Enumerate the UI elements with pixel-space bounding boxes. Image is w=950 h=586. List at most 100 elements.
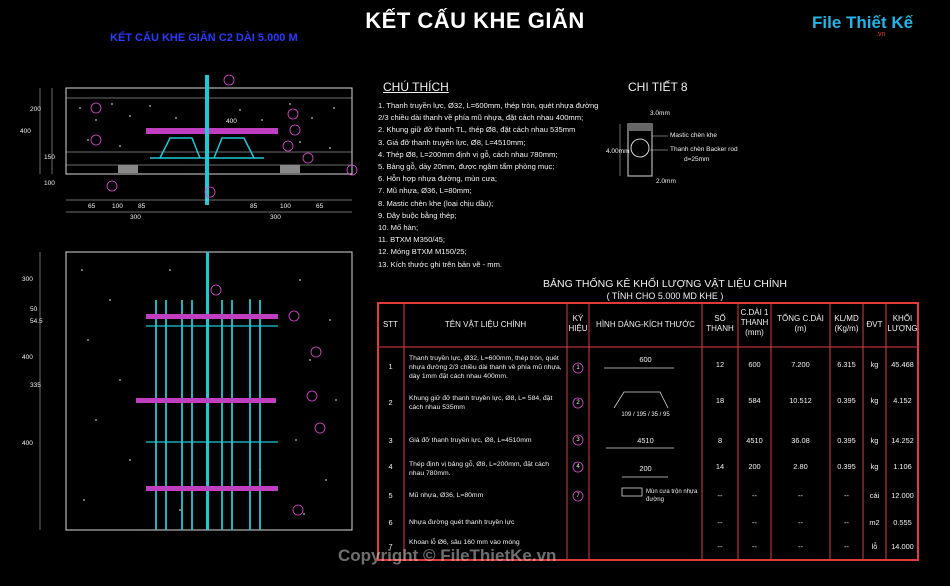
row4-name: Thép định vị bảng gỗ, Ø8, L=200mm, đặt c… bbox=[409, 461, 549, 477]
row1-length: 600 bbox=[748, 360, 761, 369]
row6-name: Nhựa đường quét thanh truyền lực bbox=[409, 519, 515, 526]
symbol-circles bbox=[572, 362, 584, 502]
row5-length: -- bbox=[752, 491, 757, 500]
row1-total: 7.200 bbox=[791, 360, 810, 369]
row4-mass: 1.106 bbox=[893, 462, 912, 471]
row4-symbol: 4 bbox=[576, 464, 580, 470]
logo-text: File Thiết Kế bbox=[812, 13, 914, 32]
detail-8-drawing bbox=[619, 123, 668, 177]
note-item: 9. Dây buộc bằng thép; bbox=[378, 210, 457, 220]
row1-qty: 12 bbox=[715, 360, 725, 369]
row6-mass: 0.555 bbox=[893, 518, 912, 527]
row5-symbol: 7 bbox=[576, 493, 580, 499]
row1-name: Thanh truyền lực, Ø32, L=600mm, thép trò… bbox=[409, 355, 562, 380]
row7-qty: -- bbox=[717, 542, 723, 551]
header-klmd: KL/MD (Kg/m) bbox=[834, 314, 859, 333]
note-item: 13. Kích thước ghi trên bản vẽ - mm. bbox=[378, 259, 503, 269]
note-item: 12. Móng BTXM M150/25; bbox=[378, 247, 467, 257]
detail-dim-side: 4.00mm bbox=[606, 148, 630, 155]
dowel-bar bbox=[146, 128, 278, 134]
side-dim-3: 400 bbox=[22, 354, 33, 361]
notes-heading: CHÚ THÍCH bbox=[383, 80, 449, 94]
row6-total: -- bbox=[798, 518, 803, 527]
row3-total: 36.08 bbox=[791, 436, 810, 445]
side-dim-5: 400 bbox=[22, 440, 33, 447]
row5-qty: -- bbox=[717, 491, 723, 500]
row4-stt: 4 bbox=[388, 462, 393, 471]
row1-stt: 1 bbox=[388, 362, 393, 371]
detail-rod-diameter: d=25mm bbox=[684, 156, 710, 163]
material-table bbox=[377, 302, 919, 561]
row5-unit: cái bbox=[869, 491, 880, 500]
side-dim-2: 54.5 bbox=[30, 318, 43, 325]
notes-list: 1. Thanh truyền lực, Ø32, L=600mm, thép … bbox=[378, 100, 598, 271]
row5-shape: Mùn cưa trộn nhựa đường bbox=[646, 489, 698, 503]
row5-klmd: -- bbox=[844, 491, 849, 500]
note-item: 2. Khung giữ đỡ thanh TL, thép Ø8, đặt c… bbox=[378, 125, 576, 135]
note-item: 2/3 chiều dài thanh về phía mũ nhựa, đặt… bbox=[378, 113, 584, 123]
drawing-title: KẾT CẤU KHE GIÃN bbox=[365, 8, 585, 33]
header-symbol: KÝ HIỆU bbox=[568, 314, 588, 333]
dim-400-left: 400 bbox=[20, 128, 31, 135]
logo-suffix: .vn bbox=[876, 31, 886, 38]
row3-klmd: 0.395 bbox=[837, 436, 856, 445]
header-stt: STT bbox=[382, 320, 399, 329]
dim-b4: 100 bbox=[280, 203, 291, 210]
row1-klmd: 6.315 bbox=[837, 360, 856, 369]
row3-unit: kg bbox=[870, 436, 879, 445]
header-length: C.DÀI 1 THANH (mm) bbox=[740, 308, 769, 337]
row7-total: -- bbox=[798, 542, 803, 551]
row3-stt: 3 bbox=[388, 436, 393, 445]
header-mass: KHỐI LƯỢNG bbox=[887, 314, 918, 333]
row2-length: 584 bbox=[748, 396, 761, 405]
row2-symbol: 2 bbox=[576, 400, 580, 406]
table-grid bbox=[377, 302, 919, 561]
row6-unit: m2 bbox=[869, 518, 880, 527]
table-title: BẢNG THỐNG KÊ KHỐI LƯỢNG VẬT LIỆU CHÍNH bbox=[543, 278, 787, 290]
row7-mass: 14.000 bbox=[891, 542, 914, 551]
row7-unit: lỗ bbox=[871, 542, 878, 551]
row5-stt: 5 bbox=[388, 491, 393, 500]
detail-rod-label: Thanh chèn Backer rod bbox=[670, 146, 738, 153]
note-item: 7. Mũ nhựa, Ø36, L=80mm; bbox=[378, 186, 472, 196]
dim-b0: 65 bbox=[88, 203, 96, 210]
plan-view bbox=[39, 251, 353, 531]
detail-dim-top: 3.0mm bbox=[650, 110, 670, 117]
row6-stt: 6 bbox=[388, 518, 393, 527]
row4-unit: kg bbox=[870, 462, 879, 471]
dim-150: 150 bbox=[44, 154, 55, 161]
row7-name: Khoan lỗ Ø6, sâu 160 mm vào móng bbox=[409, 539, 520, 546]
row2-mass: 4.152 bbox=[893, 396, 912, 405]
note-item: 10. Mố hàn; bbox=[378, 223, 419, 233]
row1-shape: 600 bbox=[639, 355, 652, 364]
dim-b2: 85 bbox=[138, 203, 146, 210]
row7-klmd: -- bbox=[844, 542, 849, 551]
site-logo: File Thiết Kế bbox=[812, 13, 913, 33]
row6-length: -- bbox=[752, 518, 757, 527]
copyright-watermark: Copyright © FileThietKe.vn bbox=[338, 546, 557, 565]
row3-qty: 8 bbox=[717, 436, 723, 445]
dim-200: 200 bbox=[30, 106, 41, 113]
row4-qty: 14 bbox=[715, 462, 725, 471]
row1-symbol: 1 bbox=[576, 365, 580, 371]
row5-total: -- bbox=[798, 491, 803, 500]
dim-b7: 300 bbox=[270, 214, 281, 221]
header-unit: ĐVT bbox=[866, 320, 883, 329]
row3-mass: 14.252 bbox=[891, 436, 914, 445]
side-dim-4: 335 bbox=[30, 382, 41, 389]
row6-klmd: -- bbox=[844, 518, 849, 527]
row7-length: -- bbox=[752, 542, 757, 551]
dim-b1: 100 bbox=[112, 203, 123, 210]
note-item: 1. Thanh truyền lực, Ø32, L=600mm, thép … bbox=[378, 101, 599, 110]
detail-mastic-label: Mastic chèn khe bbox=[670, 132, 717, 139]
note-item: 4. Thép Ø8, L=200mm định vị gỗ, cách nha… bbox=[378, 149, 558, 159]
row2-qty: 18 bbox=[715, 396, 725, 405]
row4-klmd: 0.395 bbox=[837, 462, 856, 471]
row2-unit: kg bbox=[870, 396, 879, 405]
note-item: 11. BTXM M350/45; bbox=[378, 235, 445, 245]
side-dim-1: 50 bbox=[30, 306, 38, 313]
dim-b6: 300 bbox=[130, 214, 141, 221]
note-item: 3. Giá đỡ thanh truyền lực, Ø8, L=4510mm… bbox=[378, 137, 526, 147]
dim-center-400: 400 bbox=[226, 118, 237, 125]
